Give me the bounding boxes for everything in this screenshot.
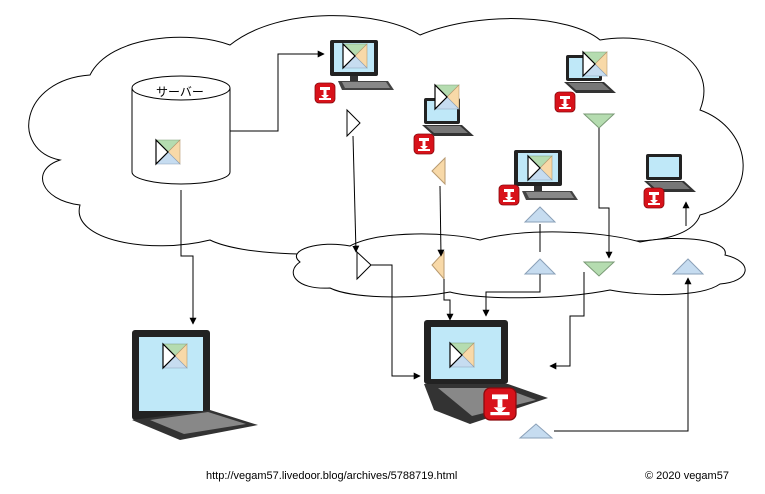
footer-url[interactable]: http://vegam57.livedoor.blog/archives/57…: [206, 470, 458, 482]
app-badge-icon: [413, 133, 435, 155]
server-label: サーバー: [156, 85, 204, 99]
app-badge-icon: [314, 82, 336, 104]
laptop-icon: [132, 330, 258, 440]
pinwheel-logo-icon: [155, 139, 181, 165]
app-badge-icon: [554, 91, 576, 113]
footer-copyright: © 2020 vegam57: [645, 470, 729, 482]
app-badge-icon: [498, 184, 520, 206]
server-cylinder: [131, 75, 231, 185]
cloud-small: [292, 231, 746, 299]
laptop-icon: [424, 320, 548, 424]
connector-lines: [180, 50, 692, 432]
app-badge-icon: [643, 187, 665, 209]
app-badge-icon: [483, 387, 517, 421]
